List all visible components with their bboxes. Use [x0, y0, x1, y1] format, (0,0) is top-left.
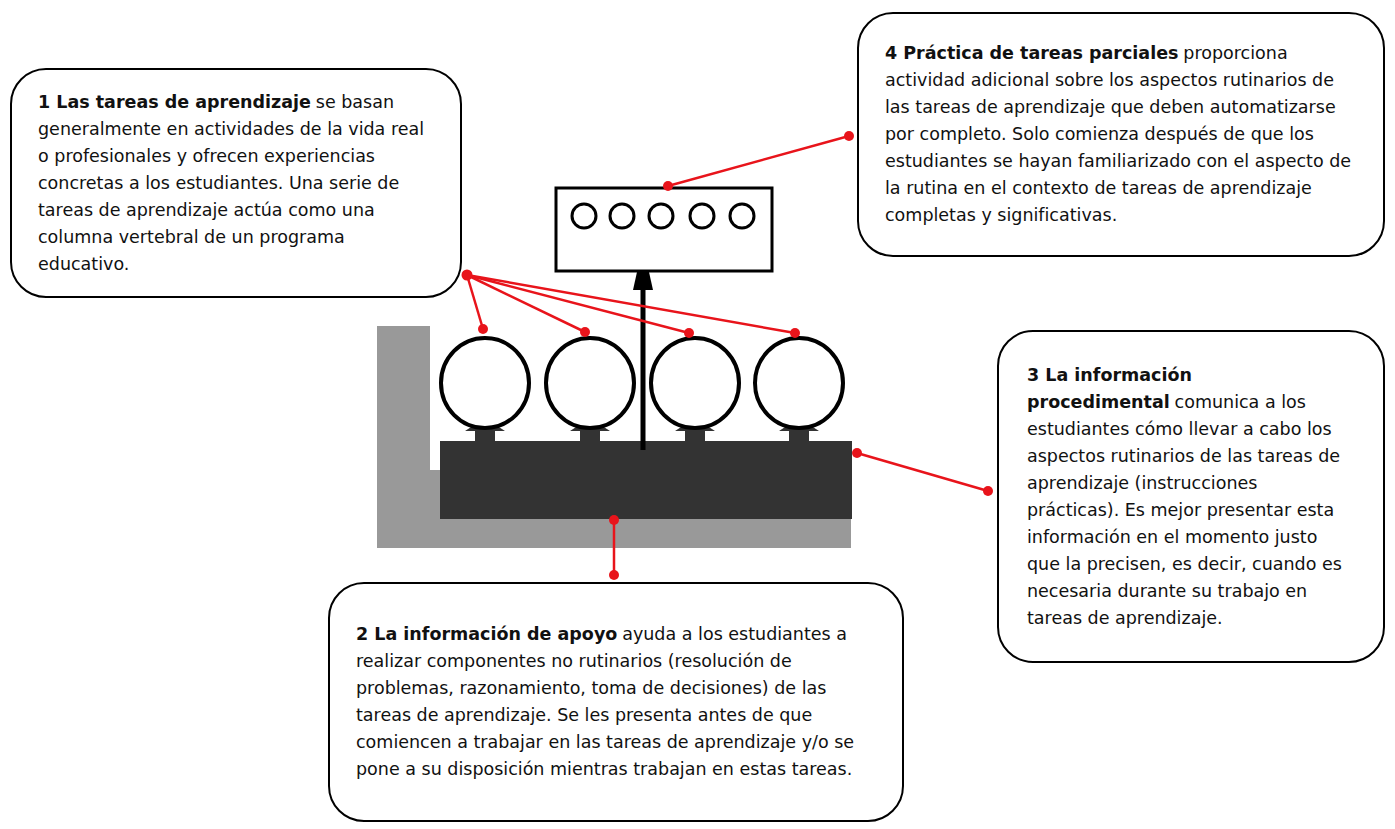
support-callout: 2 La información de apoyoayuda a los est…: [328, 582, 904, 822]
callout-heading: 1 Las tareas de aprendizaje: [38, 92, 311, 112]
callout-body: comunica a los estudiantes cómo llevar a…: [1027, 392, 1342, 628]
callout-text: 4 Práctica de tareas parcialesproporcion…: [885, 40, 1357, 229]
callout-body: se basan generalmente en actividades de …: [38, 92, 424, 274]
callout-body: ayuda a los estudiantes a realizar compo…: [356, 624, 854, 779]
callout-body: proporciona actividad adicional sobre lo…: [885, 43, 1351, 225]
part-task-circles: [572, 204, 754, 228]
practice-callout: 4 Práctica de tareas parcialesproporcion…: [857, 12, 1385, 257]
support-band: [377, 326, 851, 548]
callout-heading: 3 La información procedimental: [1027, 365, 1192, 412]
callout-text: 1 Las tareas de aprendizajese basan gene…: [38, 89, 434, 278]
task-callout: 1 Las tareas de aprendizajese basan gene…: [10, 68, 462, 298]
callout-heading: 2 La información de apoyo: [356, 624, 617, 644]
part-task-box: [556, 188, 772, 271]
callout-text: 2 La información de apoyoayuda a los est…: [356, 621, 876, 783]
procedural-callout: 3 La información procedimentalcomunica a…: [997, 330, 1385, 663]
callout-text: 3 La información procedimentalcomunica a…: [1027, 362, 1355, 632]
procedural-bar: [440, 441, 852, 519]
callout-heading: 4 Práctica de tareas parciales: [885, 43, 1178, 63]
practice-arrow: [641, 285, 646, 450]
